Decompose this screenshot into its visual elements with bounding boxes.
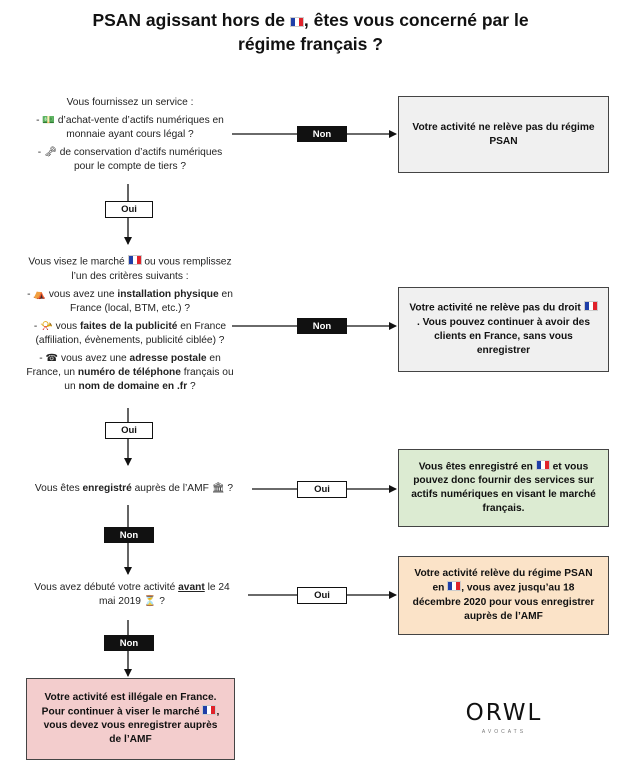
label-oui: Oui <box>105 201 153 218</box>
outcome-not-psan: Votre activité ne relève pas du régime P… <box>398 96 609 173</box>
orwl-logo-subtitle: AVOCATS <box>481 729 527 735</box>
page-title: PSAN agissant hors de , êtes vous concer… <box>92 10 529 54</box>
label-non: Non <box>104 527 154 543</box>
label-oui: Oui <box>297 587 347 604</box>
outcome-not-french-law: Votre activité ne relève pas du droit . … <box>398 287 609 372</box>
question-start-date: Vous avez débuté votre activité avant le… <box>34 582 230 607</box>
outcome-deadline: Votre activité relève du régime PSAN en … <box>398 556 609 635</box>
label-oui: Oui <box>105 422 153 439</box>
question-registered: Vous êtes enregistré auprès de l’AMF 🏛 ? <box>34 483 234 494</box>
orwl-logo: ORWL <box>465 700 543 726</box>
label-non: Non <box>297 126 347 142</box>
fr-flag-icon <box>127 255 142 265</box>
fr-flag-icon <box>583 301 598 312</box>
label-oui: Oui <box>297 481 347 498</box>
label-non: Non <box>104 635 154 651</box>
outcome-registered: Vous êtes enregistré en et vous pouvez d… <box>398 449 609 527</box>
question-service: Vous fournissez un service : - 💵 d’achat… <box>36 97 224 172</box>
fr-flag-icon <box>289 16 304 27</box>
fr-flag-icon <box>202 704 217 715</box>
fr-flag-icon <box>447 581 462 592</box>
fr-flag-icon <box>535 459 550 470</box>
label-non: Non <box>297 318 347 334</box>
outcome-illegal: Votre activité est illégale en France. P… <box>26 678 235 760</box>
